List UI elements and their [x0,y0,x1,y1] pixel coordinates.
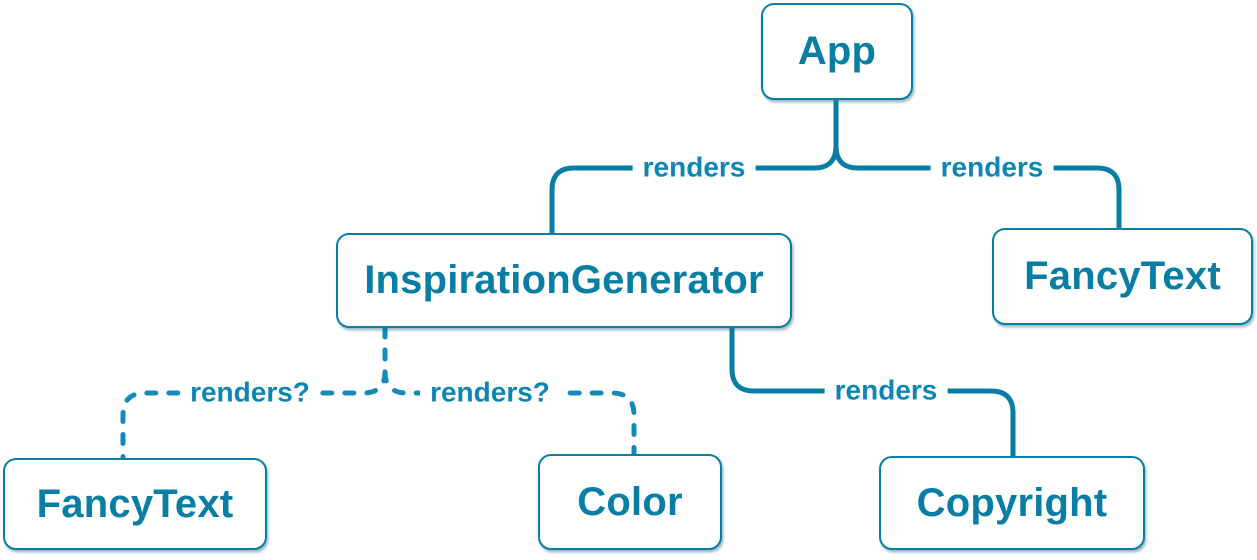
edge-label-inspirationgenerator-fancytext: renders? [180,377,320,409]
node-app: App [761,3,913,100]
edge-label-app-inspirationgenerator: renders [632,152,756,184]
edge-inspirationgenerator-color [382,369,637,457]
node-fancy-text-top: FancyText [992,228,1253,325]
node-copyright-label: Copyright [916,480,1108,525]
node-app-label: App [797,29,877,73]
edge-label-inspirationgenerator-color: renders? [420,377,560,409]
node-fancy-text-bottom-label: FancyText [36,481,234,526]
node-inspiration-generator: InspirationGenerator [336,233,792,328]
node-fancy-text-bottom: FancyText [3,458,267,550]
node-fancy-text-top-label: FancyText [1024,254,1221,298]
node-color: Color [538,454,722,550]
edge-label-inspirationgenerator-copyright: renders [824,375,948,407]
edge-label-app-fancytext: renders [930,152,1054,184]
edge-inspirationgenerator-fancytext [120,369,388,461]
node-inspiration-generator-label: InspirationGenerator [364,258,764,302]
node-copyright: Copyright [879,456,1145,550]
node-color-label: Color [577,479,683,524]
